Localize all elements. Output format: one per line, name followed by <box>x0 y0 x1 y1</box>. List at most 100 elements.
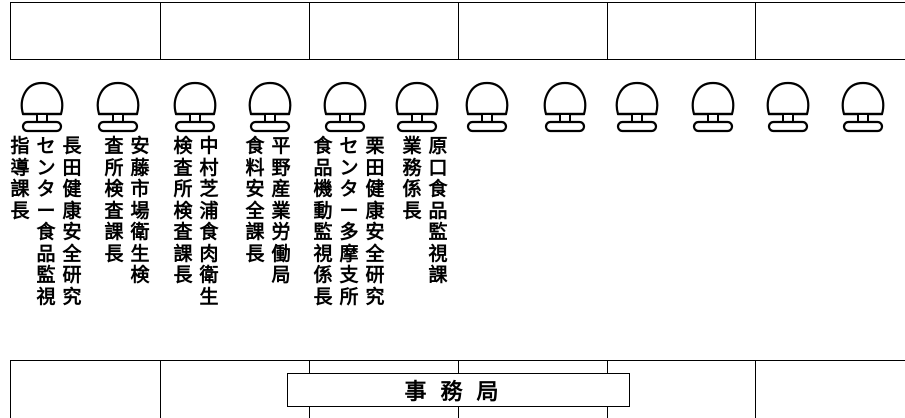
name-char: 品 <box>313 156 333 179</box>
name-char: 研 <box>365 264 385 286</box>
name-char: 食 <box>313 135 333 157</box>
name-char: 視 <box>313 242 333 265</box>
name-char: 所 <box>173 178 193 200</box>
name-column-col-06: 検査所検査課長 <box>172 135 194 287</box>
chair-icon <box>248 81 292 133</box>
name-char: 藤 <box>130 156 150 179</box>
chair-icon <box>766 81 810 133</box>
name-char: 村 <box>199 156 219 179</box>
name-char: 田 <box>62 156 82 179</box>
name-char: 生 <box>130 242 150 265</box>
name-char: 支 <box>339 264 359 286</box>
name-char: 係 <box>402 178 422 200</box>
name-char: 衛 <box>199 264 219 286</box>
name-char: タ <box>339 178 359 200</box>
name-char: 産 <box>271 178 291 200</box>
name-char: ー <box>36 199 56 222</box>
name-char: 芝 <box>199 178 219 200</box>
name-char: 査 <box>173 221 193 243</box>
name-char: 衛 <box>130 221 150 243</box>
name-column-col-07: 中村芝浦食肉衛生 <box>198 135 220 308</box>
name-char: 食 <box>36 221 56 243</box>
name-column-col-03: 長田健康安全研究 <box>61 135 83 308</box>
top-table-row <box>10 2 905 60</box>
name-char: タ <box>36 178 56 200</box>
name-column-col-14: 原口食品監視課 <box>427 135 449 287</box>
name-char: 課 <box>173 242 193 265</box>
name-char: 動 <box>313 199 333 222</box>
name-char: 監 <box>36 264 56 286</box>
name-char: 健 <box>365 178 385 200</box>
name-char: 全 <box>365 242 385 265</box>
name-char: 検 <box>173 199 193 222</box>
name-column-col-09: 平野産業労働局 <box>270 135 292 287</box>
name-char: 視 <box>428 242 448 265</box>
name-char: 食 <box>428 178 448 200</box>
name-char: 田 <box>365 156 385 179</box>
name-char: 安 <box>365 221 385 243</box>
name-char: 品 <box>36 242 56 265</box>
name-char: 検 <box>173 135 193 157</box>
name-char: 係 <box>313 264 333 286</box>
name-char: 査 <box>173 156 193 179</box>
name-char: 長 <box>104 242 124 265</box>
name-char: 食 <box>199 221 219 243</box>
name-char: 監 <box>313 221 333 243</box>
name-char: 長 <box>313 285 333 308</box>
name-char: 究 <box>365 285 385 308</box>
name-char: 健 <box>62 178 82 200</box>
name-char: 課 <box>104 221 124 243</box>
name-char: 安 <box>62 221 82 243</box>
name-char: 浦 <box>199 199 219 222</box>
name-column-col-11: センター多摩支所 <box>338 135 360 308</box>
name-char: 全 <box>62 242 82 265</box>
name-char: 中 <box>199 135 219 157</box>
top-table-cell <box>608 3 756 59</box>
name-char: 料 <box>245 156 265 179</box>
name-char: 指 <box>10 135 30 157</box>
name-column-col-10: 食品機動監視係長 <box>312 135 334 308</box>
name-char: 局 <box>271 264 291 286</box>
name-char: 課 <box>245 221 265 243</box>
bottom-table-cell <box>11 361 161 418</box>
secretariat-label: 事務局 <box>287 373 630 407</box>
chair-icon <box>323 81 367 133</box>
name-char: 務 <box>402 156 422 179</box>
name-char: ン <box>339 156 359 179</box>
name-char: 全 <box>245 199 265 222</box>
chair-icon <box>96 81 140 133</box>
name-char: 品 <box>428 199 448 222</box>
name-char: 原 <box>428 135 448 157</box>
name-char: 長 <box>10 199 30 222</box>
chair-icon <box>615 81 659 133</box>
name-column-col-01: 指導課長 <box>9 135 31 222</box>
name-char: 労 <box>271 221 291 243</box>
name-char: ー <box>339 199 359 222</box>
name-char: 平 <box>271 135 291 157</box>
top-table-cell <box>459 3 608 59</box>
name-char: 検 <box>104 178 124 200</box>
name-char: 安 <box>245 178 265 200</box>
name-char: 課 <box>428 264 448 286</box>
name-char: 導 <box>10 156 30 179</box>
top-table-cell <box>756 3 905 59</box>
name-char: 機 <box>313 178 333 200</box>
name-char: 康 <box>365 199 385 222</box>
name-char: 長 <box>402 199 422 222</box>
chair-icon <box>841 81 885 133</box>
chair-icon <box>691 81 735 133</box>
name-char: 安 <box>130 135 150 157</box>
name-char: 検 <box>130 264 150 286</box>
name-column-col-02: センター食品監視 <box>35 135 57 308</box>
top-table-cell <box>11 3 161 59</box>
name-char: 査 <box>104 199 124 222</box>
name-char: 康 <box>62 199 82 222</box>
name-char: 摩 <box>339 242 359 265</box>
name-column-col-13: 業務係長 <box>401 135 423 222</box>
name-char: 課 <box>10 178 30 200</box>
bottom-table-cell <box>608 361 756 418</box>
name-char: セ <box>339 135 359 157</box>
name-char: 多 <box>339 221 359 243</box>
name-char: 肉 <box>199 242 219 265</box>
